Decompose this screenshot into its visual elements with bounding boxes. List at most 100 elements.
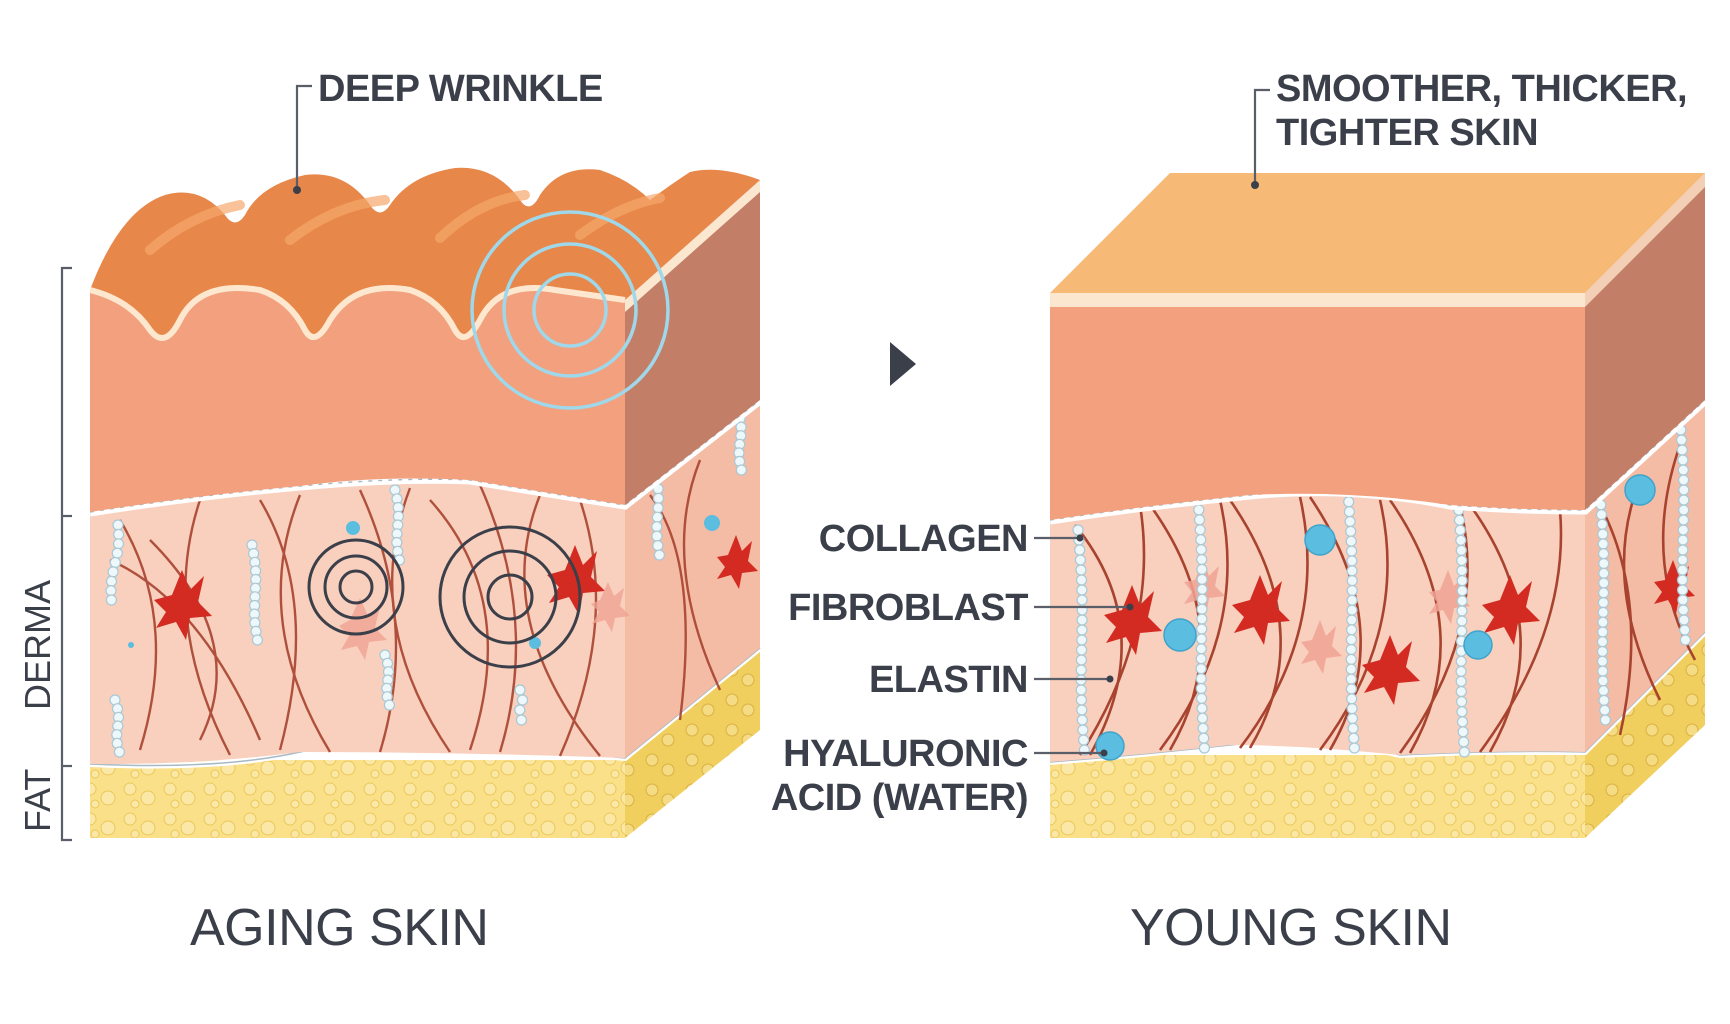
elastin-bead bbox=[1677, 534, 1689, 546]
elastin-bead bbox=[1196, 712, 1209, 724]
elastin-bead bbox=[1597, 685, 1610, 697]
elastin-bead bbox=[1677, 464, 1689, 476]
elastin-bead bbox=[1597, 675, 1609, 687]
elastin-bead bbox=[1455, 665, 1467, 678]
elastin-bead bbox=[1195, 643, 1207, 655]
fat-layer-front bbox=[90, 760, 625, 838]
elastin-bead bbox=[113, 746, 126, 758]
elastin-bead bbox=[1346, 614, 1358, 626]
hyaluronic-acid-drops bbox=[1095, 474, 1656, 761]
elastin-bead bbox=[1597, 665, 1609, 677]
legend-elastin-label: ELASTIN bbox=[869, 659, 1028, 701]
elastin-bead bbox=[1343, 506, 1356, 518]
elastin-bead bbox=[1456, 595, 1468, 607]
elastin-bead bbox=[1596, 518, 1608, 530]
aging-skin-caption: AGING SKIN bbox=[190, 899, 488, 957]
elastin-bead bbox=[105, 594, 118, 606]
wrinkle-wave-rings bbox=[470, 210, 670, 410]
smooth-surface bbox=[1050, 173, 1705, 293]
elastin-bead bbox=[1076, 704, 1088, 716]
elastin-bead bbox=[1455, 675, 1467, 688]
elastin-bead bbox=[1596, 655, 1609, 667]
elastin-bead bbox=[107, 566, 119, 578]
elastin-bead bbox=[1456, 564, 1468, 577]
elastin-bead bbox=[653, 549, 666, 561]
elastin-bead bbox=[111, 547, 123, 559]
elastin-bead bbox=[1456, 706, 1468, 718]
elastin-bead bbox=[735, 464, 748, 476]
legend-hyaluronic-label-line2: ACID (WATER) bbox=[771, 777, 1028, 819]
elastin-bead bbox=[1596, 636, 1609, 648]
elastin-bead bbox=[1597, 626, 1609, 638]
elastin-bead bbox=[1598, 567, 1610, 579]
elastin-bead bbox=[1346, 565, 1358, 577]
elastin-bead bbox=[1453, 514, 1466, 526]
fibroblast-signal-rings bbox=[307, 525, 582, 669]
derma-side-label: DERMA bbox=[17, 580, 58, 710]
elastin-bead bbox=[1345, 525, 1357, 538]
elastin-bead bbox=[105, 575, 118, 587]
deep-wrinkle-label: DEEP WRINKLE bbox=[318, 68, 603, 110]
elastin-bead bbox=[1346, 555, 1358, 567]
elastin-bead bbox=[1193, 514, 1206, 526]
elastin-bead bbox=[1597, 528, 1609, 540]
epidermis-front bbox=[1050, 305, 1585, 520]
elastin-bead bbox=[1675, 434, 1688, 446]
elastin-bead bbox=[1599, 714, 1612, 726]
elastin-bead bbox=[105, 584, 117, 597]
elastin-bead bbox=[1677, 544, 1689, 556]
elastin-bead bbox=[1678, 484, 1690, 496]
fat-layer-side bbox=[1585, 635, 1705, 838]
elastin-bead bbox=[1676, 574, 1689, 586]
elastin-bead bbox=[1076, 714, 1088, 726]
elastin-bead bbox=[1679, 624, 1691, 636]
elastin-bead bbox=[1076, 584, 1088, 596]
elastin-bead bbox=[1456, 574, 1468, 587]
elastin-bead bbox=[1597, 548, 1610, 560]
elastin-bead bbox=[112, 528, 125, 541]
elastin-bead bbox=[1345, 663, 1357, 675]
elastin-bead bbox=[1348, 732, 1360, 744]
elastin-chains bbox=[105, 404, 748, 758]
elastin-bead bbox=[112, 519, 124, 531]
elastin-bead bbox=[1075, 684, 1087, 696]
elastin-bead bbox=[1455, 655, 1467, 667]
elastin-bead bbox=[651, 521, 663, 533]
elastin-bead bbox=[1195, 682, 1207, 695]
elastin-bead bbox=[1074, 544, 1086, 556]
elastin-bead bbox=[1195, 692, 1208, 705]
elastin-bead bbox=[1077, 734, 1090, 746]
elastin-bead bbox=[1198, 732, 1210, 744]
elastin-bead bbox=[1193, 504, 1205, 516]
elastin-bead bbox=[1679, 634, 1692, 646]
elastin-bead bbox=[1455, 685, 1467, 698]
elastin-bead bbox=[1196, 573, 1208, 586]
young-skin-caption: YOUNG SKIN bbox=[1130, 899, 1452, 957]
fat-side-label: FAT bbox=[17, 769, 58, 832]
elastin-bead bbox=[1075, 564, 1087, 576]
elastin-bead bbox=[1196, 553, 1208, 566]
elastin-bead bbox=[1345, 535, 1357, 547]
elastin-bead bbox=[1194, 524, 1206, 536]
elastin-bead bbox=[1195, 543, 1207, 556]
elastin-bead bbox=[1346, 693, 1358, 705]
elastin-bead bbox=[112, 538, 125, 550]
epidermis-side bbox=[625, 180, 760, 505]
legend-hyaluronic-label-line1: HYALURONIC bbox=[783, 733, 1028, 775]
elastin-bead bbox=[1456, 585, 1468, 597]
smooth-skin-label-line2: TIGHTER SKIN bbox=[1276, 112, 1538, 154]
elastin-bead bbox=[1196, 593, 1208, 605]
elastin-bead bbox=[1196, 583, 1208, 595]
elastin-bead bbox=[1458, 746, 1471, 758]
wrinkled-surface bbox=[90, 167, 760, 338]
elastin-bead bbox=[515, 714, 528, 726]
elastin-bead bbox=[1597, 606, 1609, 619]
elastin-bead bbox=[1345, 683, 1358, 695]
elastin-bead bbox=[1598, 694, 1610, 707]
elastin-bead bbox=[1455, 695, 1468, 708]
elastin-bead bbox=[1196, 613, 1208, 625]
elastin-chains bbox=[1072, 414, 1692, 758]
elastin-bead bbox=[1345, 545, 1358, 557]
elastin-bead bbox=[1196, 623, 1208, 635]
